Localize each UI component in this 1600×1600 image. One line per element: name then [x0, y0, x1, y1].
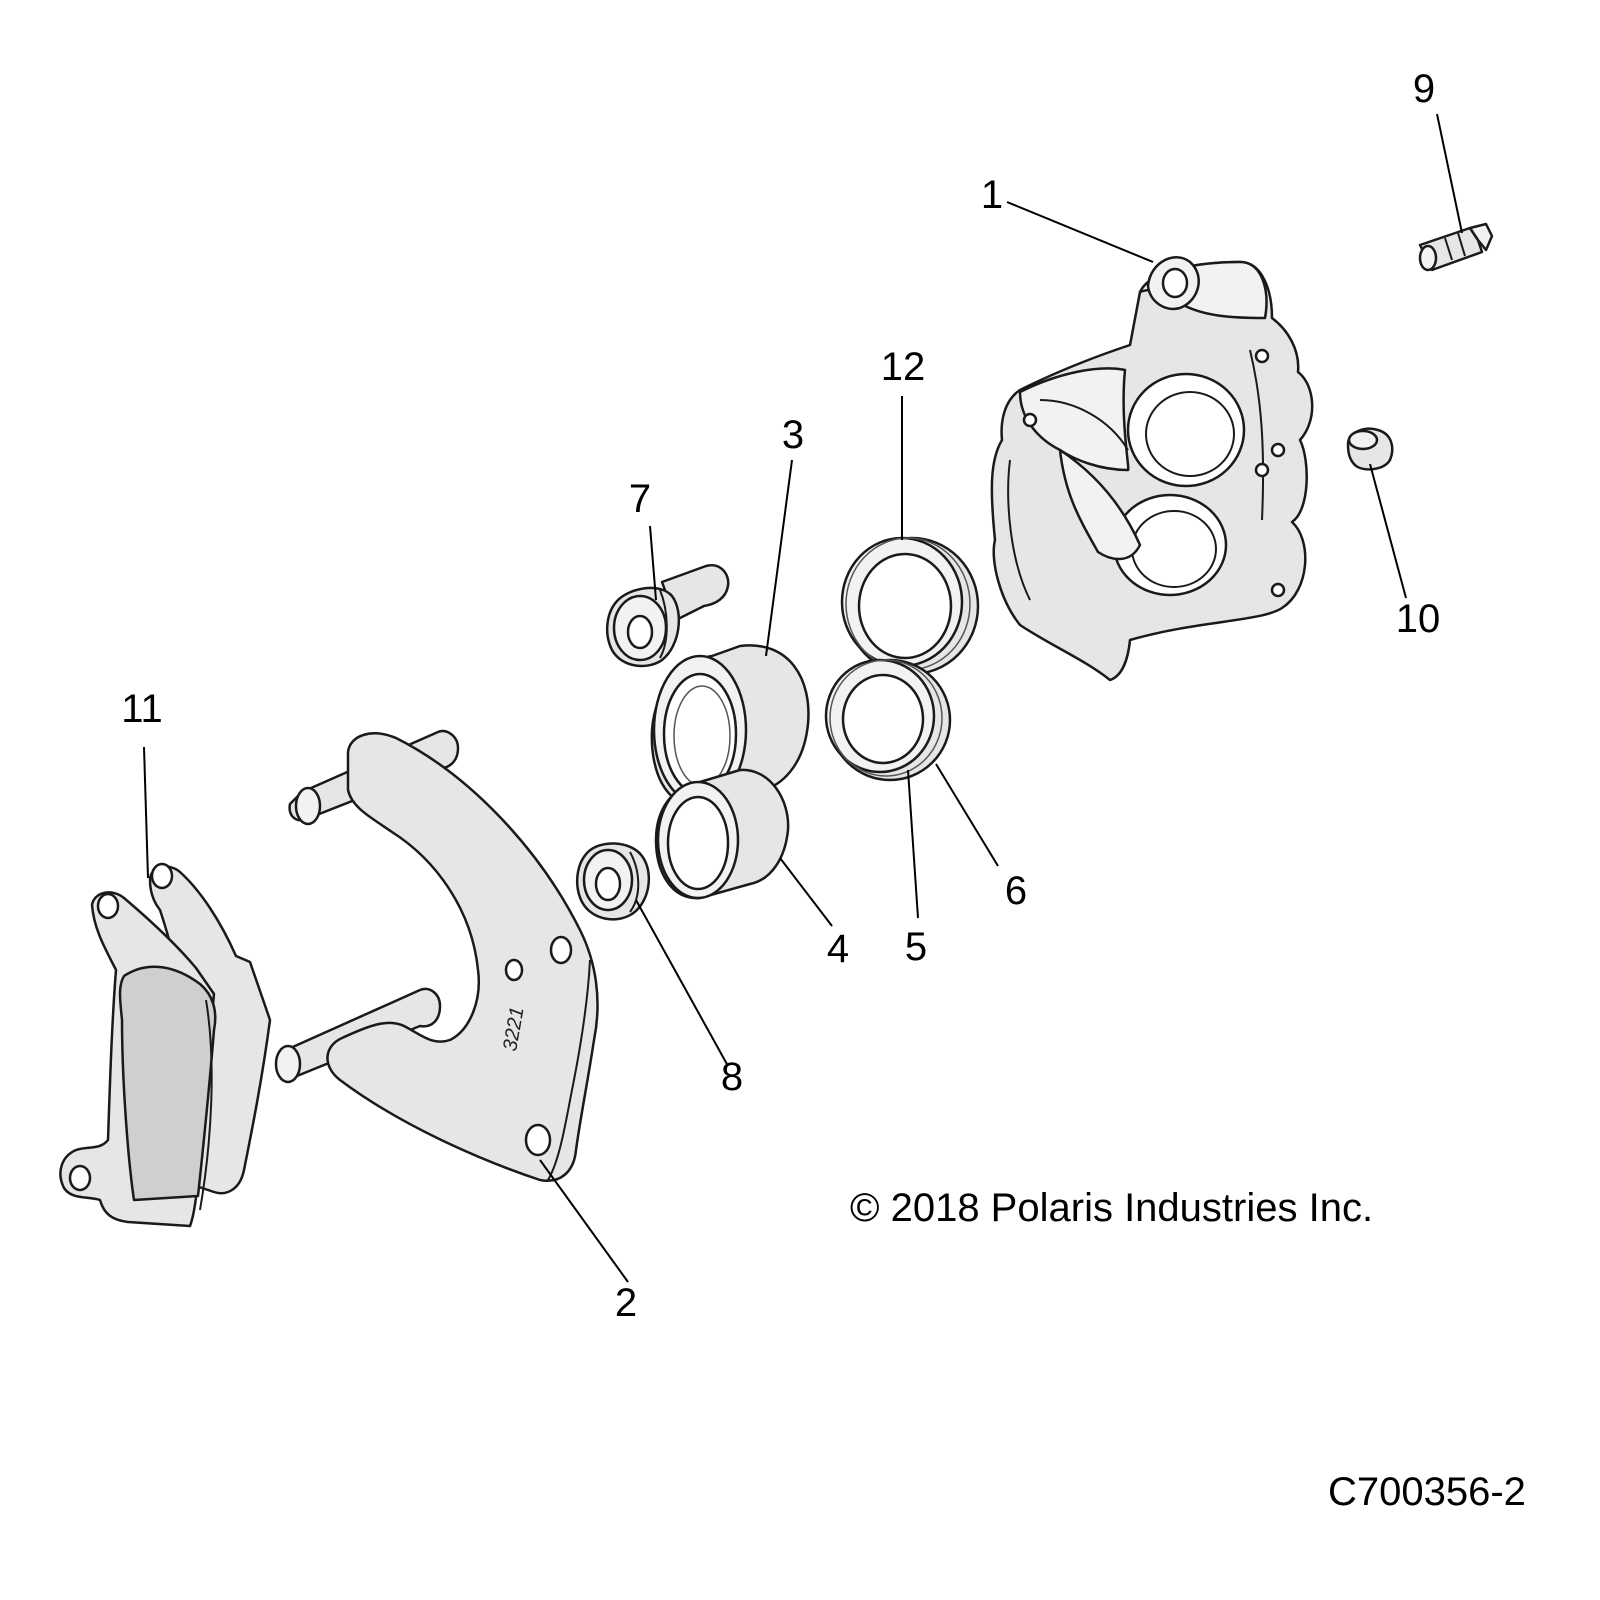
plug-cap	[1346, 427, 1394, 471]
callout-8: 8	[721, 1055, 743, 1099]
callout-3: 3	[782, 413, 804, 457]
callout-10: 10	[1396, 597, 1441, 641]
caliper-body	[990, 256, 1314, 682]
callout-1: 1	[981, 173, 1003, 217]
pin-boot	[575, 842, 650, 921]
large-seal-ring	[840, 536, 980, 676]
callout-11: 11	[121, 687, 163, 731]
guide-pin-boot	[605, 563, 730, 668]
callout-labels: 1 2 3 4 5 6 7 8 9 10 11 12	[121, 67, 1440, 1325]
small-piston	[654, 768, 790, 900]
figure-id: C700356-2	[1328, 1470, 1526, 1514]
callout-5: 5	[905, 925, 927, 969]
large-piston	[650, 644, 810, 808]
callout-12: 12	[881, 345, 926, 389]
caliper-bracket: 3221	[274, 729, 599, 1183]
callout-4: 4	[827, 927, 849, 971]
brake-pads	[59, 862, 272, 1228]
callout-7: 7	[629, 477, 651, 521]
callout-2: 2	[615, 1281, 637, 1325]
callout-9: 9	[1413, 67, 1435, 111]
leader-lines	[143, 113, 1463, 1283]
callout-6: 6	[1005, 869, 1027, 913]
copyright-notice: © 2018 Polaris Industries Inc.	[850, 1186, 1374, 1230]
bleeder-screw	[1418, 222, 1494, 272]
small-seal-rings	[824, 658, 952, 782]
